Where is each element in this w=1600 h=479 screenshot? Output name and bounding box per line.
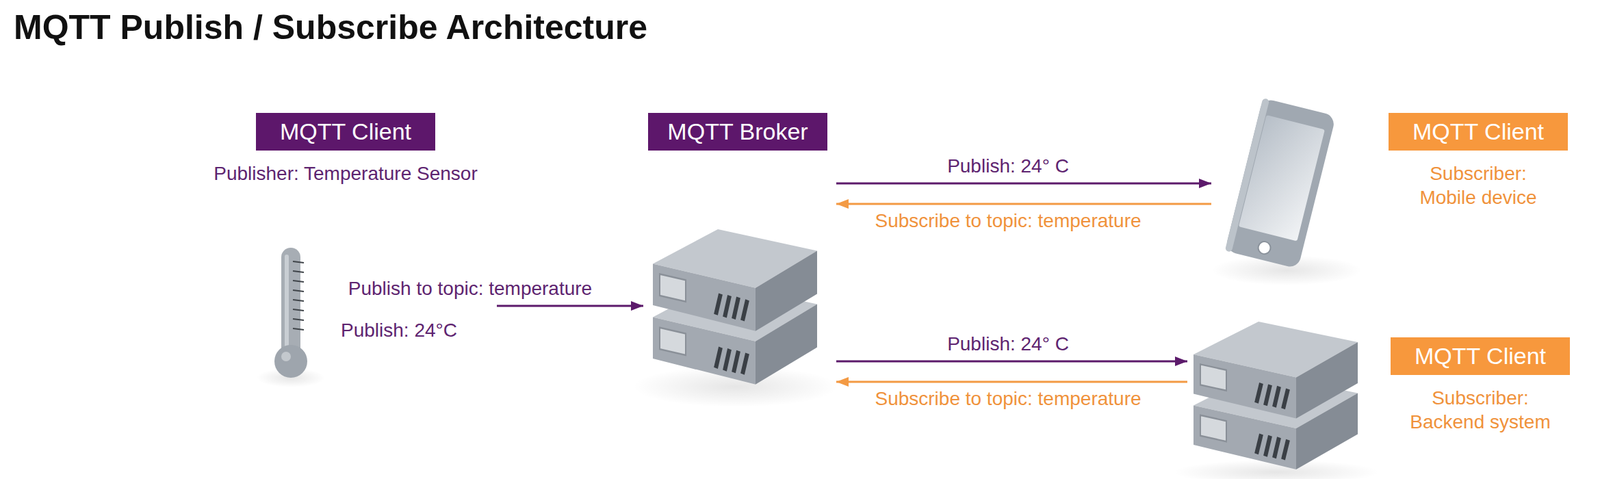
- message-arrow: [496, 305, 644, 308]
- backend-server-icon: [1193, 321, 1358, 470]
- role-tag: MQTT Client: [1390, 337, 1570, 376]
- message-label: Publish: 24° C: [944, 154, 1072, 178]
- role-caption: Publisher: Temperature Sensor: [213, 161, 477, 186]
- message-arrow: [836, 182, 1212, 185]
- message-label: Publish to topic: temperature: [345, 277, 595, 301]
- message-value: Publish: 24°C: [338, 318, 460, 343]
- role-tag: MQTT Client: [1388, 112, 1568, 151]
- broker: MQTT Broker: [643, 109, 837, 397]
- subscriber-client: MQTT ClientSubscriber: Mobile device: [1211, 102, 1581, 271]
- broker-server-icon: [652, 229, 818, 385]
- phone-icon: [1224, 97, 1336, 269]
- role-tag: MQTT Client: [255, 112, 436, 151]
- message-arrow: [836, 360, 1188, 363]
- message-label: Subscribe to topic: temperature: [871, 387, 1144, 411]
- diagram-title: MQTT Publish / Subscribe Architecture: [13, 6, 648, 48]
- message-arrow: [836, 381, 1188, 384]
- message-arrow: [836, 203, 1212, 206]
- message-label: Publish: 24° C: [944, 332, 1072, 356]
- text-column: MQTT Broker: [643, 112, 833, 151]
- thermometer-icon: [274, 247, 308, 378]
- role-caption: Subscriber: Backend system: [1401, 385, 1559, 434]
- message-label: Subscribe to topic: temperature: [871, 209, 1144, 233]
- role-tag: MQTT Broker: [648, 112, 828, 151]
- role-caption: Subscriber: Mobile device: [1399, 161, 1557, 210]
- text-column: MQTT ClientPublisher: Temperature Sensor: [198, 112, 493, 186]
- text-column: MQTT ClientSubscriber: Backend system: [1389, 337, 1571, 434]
- subscriber-client: MQTT ClientSubscriber: Backend system: [1187, 318, 1581, 473]
- shadows: [256, 255, 1379, 479]
- text-column: MQTT ClientSubscriber: Mobile device: [1387, 112, 1569, 210]
